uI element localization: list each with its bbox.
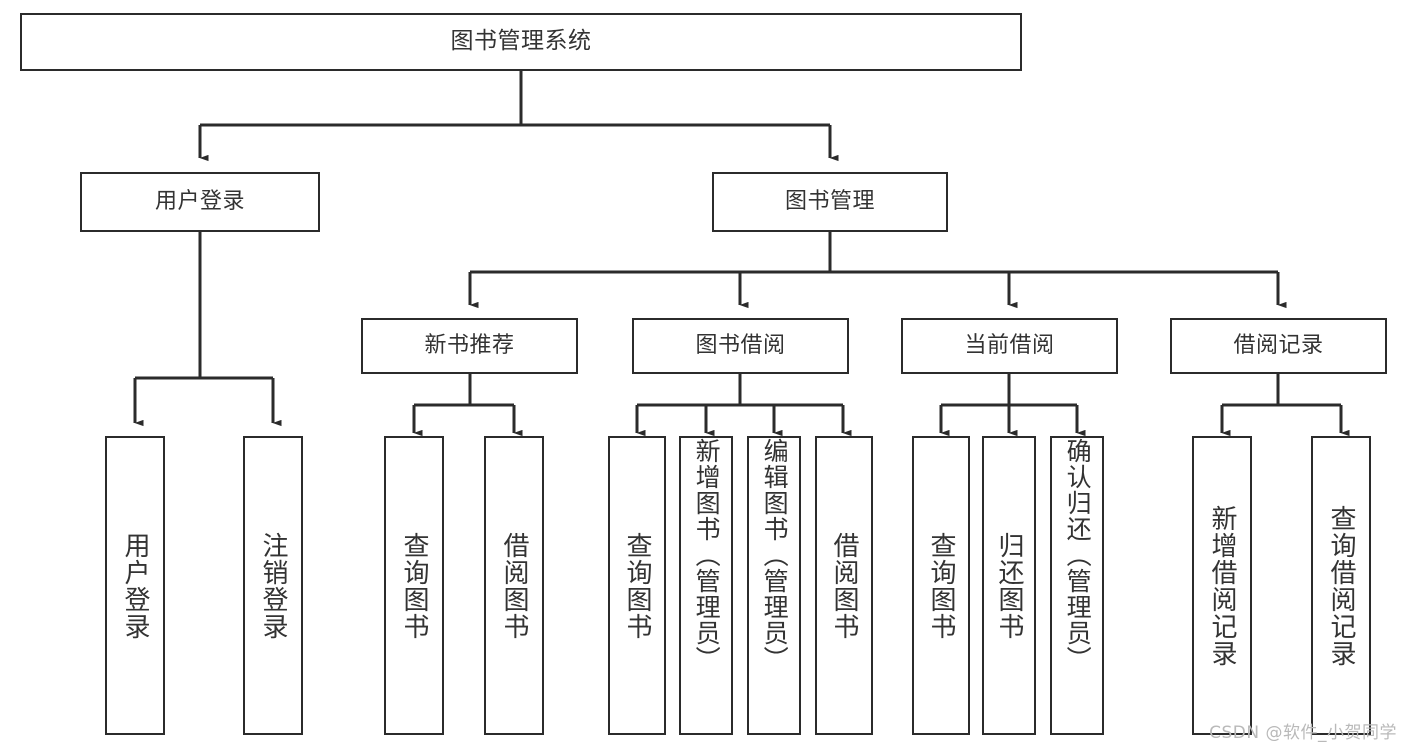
- leaf-borrow-books-recommend[interactable]: 借阅图书: [484, 436, 544, 735]
- node-label: 图书管理系统: [450, 28, 592, 55]
- node-label: 当前借阅: [964, 332, 1055, 358]
- node-label: 编辑图书（管理员）: [760, 438, 790, 672]
- leaf-add-book-admin[interactable]: 新增图书（管理员）: [679, 436, 733, 735]
- leaf-edit-book-admin[interactable]: 编辑图书（管理员）: [747, 436, 801, 735]
- leaf-user-login[interactable]: 用户登录: [105, 436, 165, 735]
- node-current-borrowing[interactable]: 当前借阅: [901, 318, 1118, 374]
- node-label: 图书管理: [784, 188, 875, 214]
- node-label: 用户登录: [154, 188, 245, 214]
- leaf-query-books-recommend[interactable]: 查询图书: [384, 436, 444, 735]
- node-label: 新增图书（管理员）: [692, 438, 722, 672]
- leaf-query-borrowing-record[interactable]: 查询借阅记录: [1311, 436, 1371, 735]
- node-label: 查询图书: [622, 531, 653, 640]
- node-label: 借阅记录: [1233, 332, 1324, 358]
- node-label: 新增借阅记录: [1207, 504, 1238, 667]
- node-label: 新书推荐: [424, 332, 515, 358]
- leaf-return-books[interactable]: 归还图书: [982, 436, 1036, 735]
- leaf-query-books-borrow[interactable]: 查询图书: [608, 436, 666, 735]
- leaf-query-books-current[interactable]: 查询图书: [912, 436, 970, 735]
- node-label: 借阅图书: [499, 531, 530, 640]
- node-book-borrowing[interactable]: 图书借阅: [632, 318, 849, 374]
- node-user-login[interactable]: 用户登录: [80, 172, 320, 232]
- node-label: 确认归还（管理员）: [1063, 438, 1093, 672]
- node-new-book-recommendation[interactable]: 新书推荐: [361, 318, 578, 374]
- node-borrowing-records[interactable]: 借阅记录: [1170, 318, 1387, 374]
- node-label: 借阅图书: [829, 531, 860, 640]
- leaf-logout[interactable]: 注销登录: [243, 436, 303, 735]
- node-label: 查询借阅记录: [1326, 504, 1357, 667]
- node-label: 注销登录: [258, 531, 289, 640]
- watermark: CSDN @软件_小贺同学: [1209, 723, 1397, 743]
- node-label: 图书借阅: [695, 332, 786, 358]
- leaf-confirm-return-admin[interactable]: 确认归还（管理员）: [1050, 436, 1104, 735]
- node-label: 用户登录: [120, 531, 151, 640]
- node-book-management[interactable]: 图书管理: [712, 172, 948, 232]
- node-book-management-system[interactable]: 图书管理系统: [20, 13, 1022, 71]
- node-label: 查询图书: [926, 531, 957, 640]
- node-label: 归还图书: [994, 531, 1025, 640]
- leaf-add-borrowing-record[interactable]: 新增借阅记录: [1192, 436, 1252, 735]
- node-label: 查询图书: [399, 531, 430, 640]
- leaf-borrow-books-borrow[interactable]: 借阅图书: [815, 436, 873, 735]
